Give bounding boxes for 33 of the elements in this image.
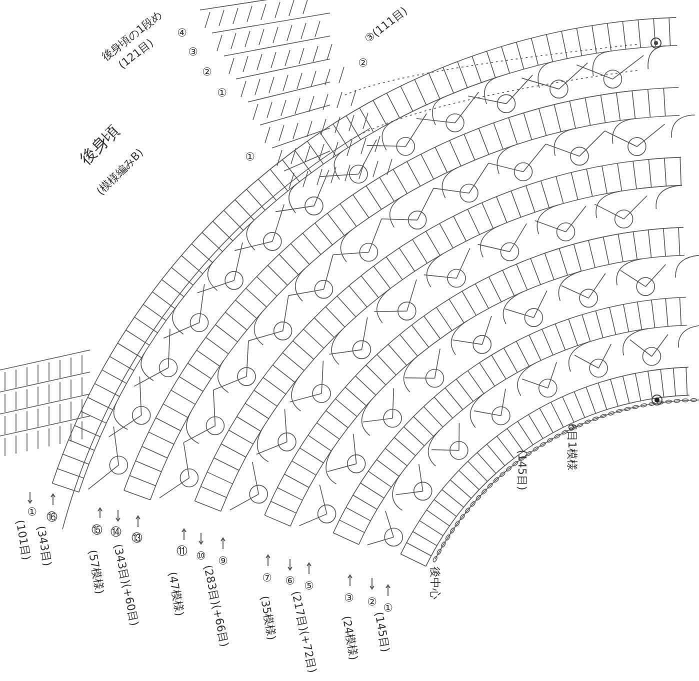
row-number: ⑬	[132, 532, 142, 544]
row-number: ③	[188, 46, 198, 58]
row-number: ⑥	[285, 576, 295, 586]
row-number: ③	[344, 592, 354, 604]
row-number: ⑩	[196, 550, 206, 562]
row-number: ⑦	[262, 572, 272, 584]
row-number: ①	[27, 506, 37, 518]
repeat-count: (57模様)	[86, 549, 106, 595]
row-number: ②	[367, 596, 377, 608]
row-number: ②	[358, 58, 368, 68]
center-back-note: 後中心	[430, 566, 440, 600]
stitch-count: (101目)	[14, 519, 32, 561]
stitch-count: (343目)	[35, 525, 53, 567]
row-number: ⑭	[110, 526, 122, 538]
stitch-count: (145目)	[516, 450, 528, 490]
repeat-count: (47模様)	[166, 571, 186, 617]
row-number: ②	[202, 66, 212, 78]
row-number: ④	[177, 28, 187, 38]
row-number: ⑤	[304, 580, 314, 592]
row-number: ⑮	[92, 524, 102, 536]
stitch-count: (283目)(+66目)	[202, 564, 230, 648]
row-number: ⑪	[176, 546, 188, 556]
stitch-count: (217目)(+72目)	[290, 590, 318, 674]
repeat-count: (24模様)	[340, 615, 360, 661]
repeat-note: 6目1模様	[566, 424, 578, 470]
row-number: ①	[383, 602, 393, 614]
stitch-count: (145目)	[373, 611, 391, 653]
row-number: ①	[245, 152, 255, 162]
repeat-count: (35模様)	[258, 595, 278, 641]
row-number: ①	[217, 88, 227, 98]
row-number: ⑯	[46, 512, 58, 522]
stitch-count: (343目)(+60目)	[112, 543, 140, 627]
row-number: ⑨	[218, 556, 228, 566]
